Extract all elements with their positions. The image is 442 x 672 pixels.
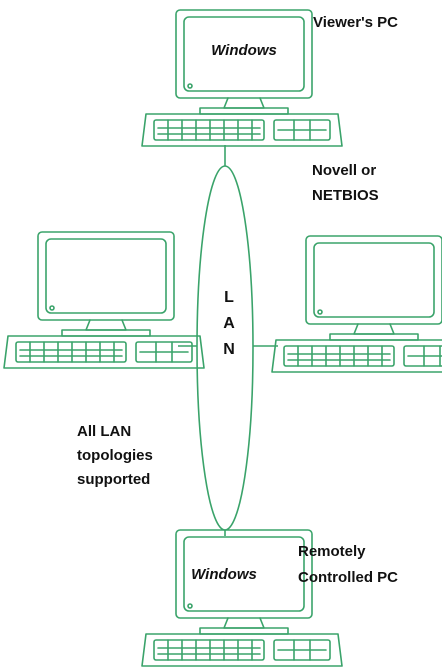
protocol-label-line2: NETBIOS bbox=[312, 187, 379, 204]
bottom-screen-text: Windows bbox=[191, 566, 257, 583]
lan-letter-l: L bbox=[224, 289, 234, 306]
lan-letter-a: A bbox=[223, 315, 235, 332]
lan-letter-n: N bbox=[223, 341, 235, 358]
remote-pc-label-line2: Controlled PC bbox=[298, 569, 398, 586]
viewer-pc-label: Viewer's PC bbox=[313, 14, 399, 31]
viewer-pc-icon bbox=[141, 9, 343, 147]
protocol-label-line1: Novell or bbox=[312, 162, 377, 179]
topologies-label-line1: All LAN bbox=[77, 423, 132, 440]
topologies-label-line2: topologies bbox=[77, 447, 153, 464]
left-pc-icon bbox=[3, 231, 205, 369]
top-screen-text: Windows bbox=[211, 42, 277, 59]
topologies-label-line3: supported bbox=[77, 471, 151, 488]
remote-pc-label-line1: Remotely bbox=[298, 543, 366, 560]
right-pc-icon bbox=[271, 235, 442, 373]
